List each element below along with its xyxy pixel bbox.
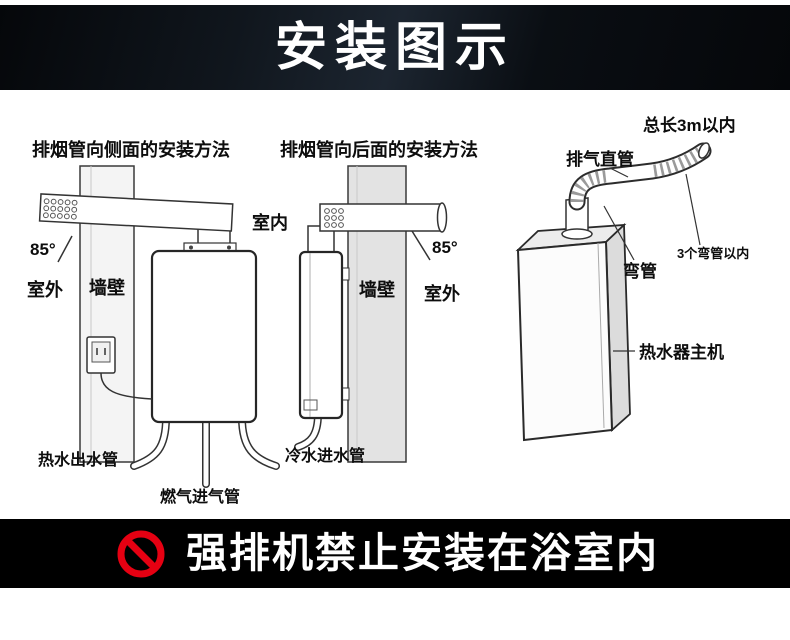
elbow-label: 弯管: [623, 262, 657, 281]
exhaust-flex-pipe: [568, 142, 712, 211]
title-banner: 安装图示: [0, 5, 790, 90]
left-heater-body: [150, 249, 258, 424]
left-exhaust-pipe: [38, 193, 234, 232]
mid-exhaust-pipe: [307, 202, 448, 255]
mid-outdoor-label: 室外: [424, 284, 460, 304]
warning-banner: 强排机禁止安装在浴室内: [0, 519, 790, 588]
prohibition-icon: [116, 529, 166, 579]
gas-pipe-label: 燃气进气管: [160, 489, 241, 506]
pipe-end-cap: [698, 142, 710, 159]
power-cord: [100, 372, 153, 400]
indoor-label: 室内: [252, 213, 288, 233]
mid-angle-label: 85°: [432, 238, 458, 257]
main-unit-label: 热水器主机: [639, 343, 724, 362]
page-title: 安装图示: [274, 18, 515, 77]
left-wall-label: 墙壁: [89, 278, 125, 298]
left-pipe-corrugation: [42, 198, 78, 220]
left-method-title: 排烟管向侧面的安装方法: [32, 140, 230, 160]
wall-socket: [86, 336, 116, 374]
mid-method-title: 排烟管向后面的安装方法: [280, 140, 478, 160]
left-angle-label: 85°: [30, 240, 56, 259]
left-angle-line: [57, 235, 73, 263]
left-outdoor-label: 室外: [27, 280, 63, 300]
warning-text: 强排机禁止安装在浴室内: [186, 530, 659, 576]
mid-angle-line: [411, 230, 431, 261]
total-length-label: 总长3m以内: [643, 116, 736, 135]
straight-pipe-label: 排气直管: [566, 150, 634, 169]
hot-water-pipe: [130, 414, 170, 470]
left-cold-water-pipe: [238, 414, 280, 470]
mid-heater-body: [298, 250, 350, 420]
cold-water-pipe-label: 冷水进水管: [285, 448, 366, 465]
mid-wall-label: 墙壁: [359, 280, 395, 300]
bend-limit-label: 3个弯管以内: [677, 246, 750, 261]
leader-lines: [603, 167, 701, 352]
hot-water-pipe-label: 热水出水管: [38, 452, 119, 469]
mid-pipe-corrugation: [324, 208, 344, 228]
heater-3d: [515, 222, 631, 442]
